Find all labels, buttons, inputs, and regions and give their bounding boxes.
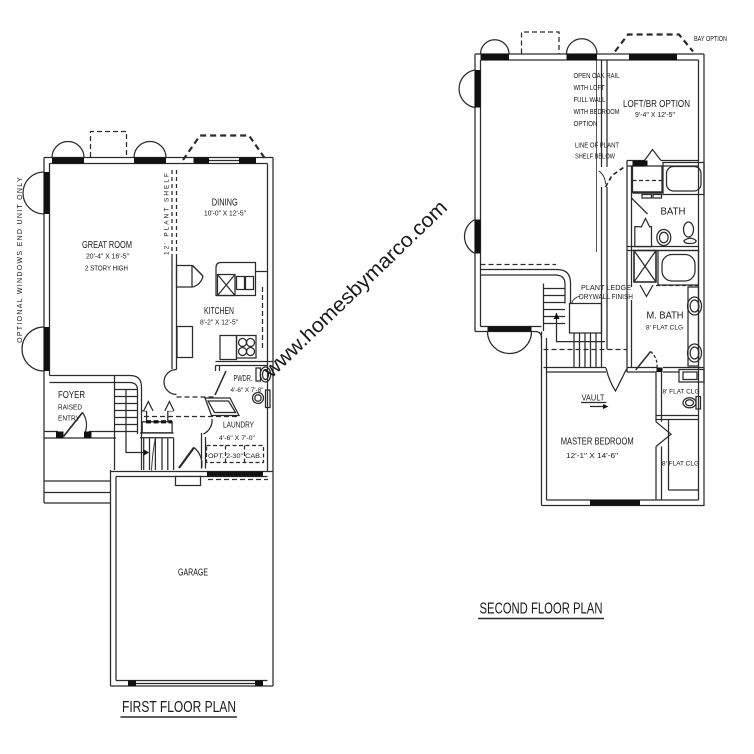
svg-text:SHELF BELOW: SHELF BELOW xyxy=(575,154,615,161)
svg-text:PLANT LEDGE: PLANT LEDGE xyxy=(581,283,631,292)
svg-text:LAUNDRY: LAUNDRY xyxy=(223,420,254,430)
svg-text:OPEN OAK RAIL: OPEN OAK RAIL xyxy=(574,73,620,80)
svg-text:LINE OF PLANT: LINE OF PLANT xyxy=(575,143,620,150)
svg-text:9'-4" X 12'-5": 9'-4" X 12'-5" xyxy=(635,112,675,119)
svg-text:DRYWALL FINISH: DRYWALL FINISH xyxy=(579,292,633,301)
svg-text:www.homesbymarco.com: www.homesbymarco.com xyxy=(258,196,452,383)
svg-text:8' FLAT CLG: 8' FLAT CLG xyxy=(662,461,699,468)
svg-text:10'-0" X 12'-5": 10'-0" X 12'-5" xyxy=(204,211,246,218)
svg-text:VAULT: VAULT xyxy=(582,393,605,403)
svg-text:4'-6" X 7'-0": 4'-6" X 7'-0" xyxy=(219,435,255,442)
svg-text:ENTRY: ENTRY xyxy=(58,416,80,423)
svg-text:BAY OPTION: BAY OPTION xyxy=(694,36,727,43)
svg-text:GREAT ROOM: GREAT ROOM xyxy=(82,239,132,251)
svg-text:8'-2" X 12'-5": 8'-2" X 12'-5" xyxy=(200,320,238,327)
svg-text:GARAGE: GARAGE xyxy=(178,568,208,579)
svg-text:8' FLAT CLG: 8' FLAT CLG xyxy=(663,389,700,396)
svg-text:2 STORY HIGH: 2 STORY HIGH xyxy=(85,266,128,273)
svg-text:MASTER BEDROOM: MASTER BEDROOM xyxy=(561,437,634,448)
svg-text:4'-6" X 7'-8": 4'-6" X 7'-8" xyxy=(231,387,264,394)
svg-text:8' FLAT CLG: 8' FLAT CLG xyxy=(646,325,683,332)
svg-text:DINING: DINING xyxy=(212,197,238,209)
svg-text:WITH BEDROOM: WITH BEDROOM xyxy=(574,109,620,116)
svg-text:LOFT/BR OPTION: LOFT/BR OPTION xyxy=(623,98,690,110)
svg-text:FIRST FLOOR PLAN: FIRST FLOOR PLAN xyxy=(122,699,236,716)
svg-text:WITH LOFT: WITH LOFT xyxy=(574,85,606,92)
svg-text:OPT. 2-30" CAB.: OPT. 2-30" CAB. xyxy=(208,453,262,460)
svg-text:20'-4" X 16'-5": 20'-4" X 16'-5" xyxy=(86,254,129,261)
svg-text:12' PLANT SHELF: 12' PLANT SHELF xyxy=(164,171,171,255)
svg-text:PWDR.: PWDR. xyxy=(234,373,253,383)
svg-text:OPTION: OPTION xyxy=(574,121,598,128)
svg-text:M. BATH: M. BATH xyxy=(647,311,684,322)
svg-text:KITCHEN: KITCHEN xyxy=(204,305,234,317)
svg-text:12'-1" X 14'-6": 12'-1" X 14'-6" xyxy=(566,453,619,460)
svg-text:FOYER: FOYER xyxy=(58,389,85,401)
svg-text:FULL WALL: FULL WALL xyxy=(574,97,606,104)
svg-text:SECOND FLOOR PLAN: SECOND FLOOR PLAN xyxy=(480,601,603,618)
svg-text:OPTIONAL WINDOWS END UNIT ONLY: OPTIONAL WINDOWS END UNIT ONLY xyxy=(17,176,24,343)
svg-text:RAISED: RAISED xyxy=(58,405,82,412)
svg-text:BATH: BATH xyxy=(661,207,686,218)
